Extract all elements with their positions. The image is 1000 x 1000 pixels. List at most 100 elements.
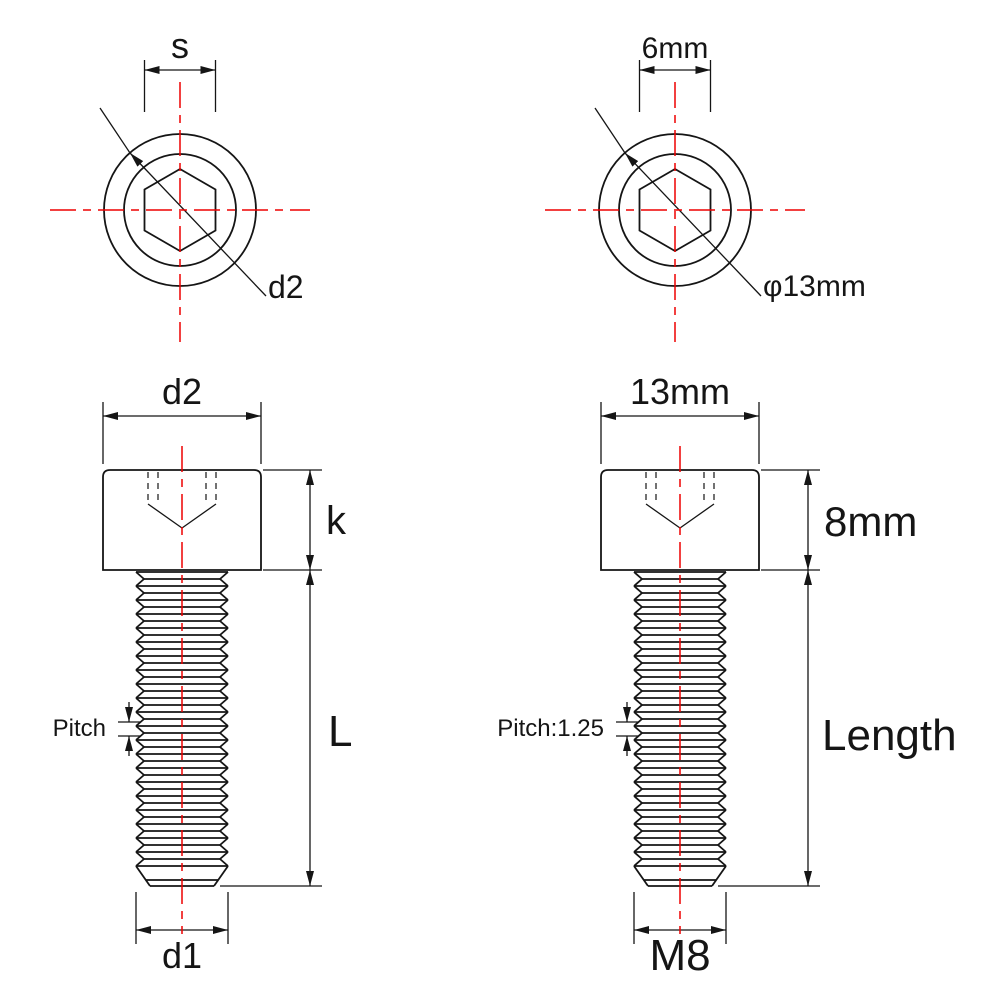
geometry-line <box>633 802 643 811</box>
geometry-line <box>135 823 145 832</box>
geometry-line <box>135 858 145 867</box>
geometry-line <box>633 697 643 706</box>
geometry-line <box>717 816 727 825</box>
geometry-line <box>219 837 229 846</box>
head-diameter-value: φ13mm <box>763 270 866 303</box>
thread-diameter-dim-value: M8 <box>649 931 710 980</box>
geometry-line <box>633 739 643 748</box>
geometry-line <box>219 606 229 615</box>
geometry-line <box>135 592 145 601</box>
head-height-dim-label: k <box>326 499 347 543</box>
geometry-line <box>633 795 643 804</box>
geometry-line <box>633 711 643 720</box>
geometry-line <box>135 627 145 636</box>
socket-size-value: 6mm <box>642 32 709 65</box>
pitch-dim-value: Pitch:1.25 <box>497 715 604 742</box>
geometry-line <box>717 599 727 608</box>
geometry-line <box>717 627 727 636</box>
geometry-line <box>717 837 727 846</box>
geometry-line <box>135 662 145 671</box>
geometry-line <box>219 676 229 685</box>
geometry-line <box>717 725 727 734</box>
geometry-line <box>717 620 727 629</box>
geometry-line <box>135 781 145 790</box>
geometry-line <box>219 662 229 671</box>
geometry-line <box>135 809 145 818</box>
geometry-line <box>717 683 727 692</box>
geometry-line <box>633 816 643 825</box>
geometry-line <box>135 599 145 608</box>
geometry-line <box>624 152 762 297</box>
geometry-line <box>717 606 727 615</box>
geometry-line <box>219 718 229 727</box>
geometry-line <box>219 725 229 734</box>
geometry-line <box>135 844 145 853</box>
geometry-line <box>135 746 145 755</box>
geometry-line <box>633 774 643 783</box>
length-dim-value: Length <box>822 711 957 760</box>
head-height-dim-value: 8mm <box>824 498 917 545</box>
geometry-line <box>135 683 145 692</box>
geometry-line <box>633 851 643 860</box>
geometry-line <box>135 669 145 678</box>
geometry-line <box>717 585 727 594</box>
geometry-line <box>135 697 145 706</box>
geometry-line <box>135 585 145 594</box>
geometry-line <box>679 503 715 529</box>
geometry-line <box>135 830 145 839</box>
geometry-line <box>219 648 229 657</box>
geometry-line <box>135 865 151 887</box>
geometry-line <box>633 760 643 769</box>
geometry-line <box>633 844 643 853</box>
geometry-line <box>219 802 229 811</box>
geometry-line <box>219 585 229 594</box>
geometry-line <box>633 865 649 887</box>
geometry-line <box>219 753 229 762</box>
geometry-line <box>717 802 727 811</box>
geometry-line <box>717 662 727 671</box>
geometry-line <box>129 152 267 297</box>
geometry-line <box>633 669 643 678</box>
geometry-line <box>219 634 229 643</box>
geometry-line <box>135 851 145 860</box>
length-dim-label: L <box>328 707 352 756</box>
geometry-line <box>181 503 217 529</box>
geometry-line <box>135 690 145 699</box>
geometry-line <box>717 830 727 839</box>
geometry-line <box>99 107 131 154</box>
geometry-line <box>135 725 145 734</box>
geometry-line <box>135 613 145 622</box>
geometry-line <box>135 606 145 615</box>
geometry-line <box>219 578 229 587</box>
geometry-line <box>219 816 229 825</box>
geometry-line <box>135 648 145 657</box>
geometry-line <box>717 613 727 622</box>
head-diameter-label: d2 <box>268 269 304 305</box>
geometry-line <box>633 767 643 776</box>
geometry-line <box>219 809 229 818</box>
geometry-line <box>135 767 145 776</box>
geometry-line <box>219 599 229 608</box>
side-view-generic: d2 k L Pitch d1 <box>53 371 353 976</box>
geometry-line <box>633 578 643 587</box>
geometry-line <box>135 641 145 650</box>
geometry-line <box>717 746 727 755</box>
geometry-line <box>633 592 643 601</box>
geometry-line <box>717 781 727 790</box>
geometry-line <box>717 767 727 776</box>
head-diameter-dim-label: d2 <box>162 371 202 412</box>
geometry-line <box>717 739 727 748</box>
geometry-line <box>135 620 145 629</box>
geometry-line <box>219 795 229 804</box>
geometry-line <box>219 669 229 678</box>
geometry-line <box>219 690 229 699</box>
geometry-line <box>717 634 727 643</box>
geometry-line <box>219 851 229 860</box>
geometry-line <box>135 837 145 846</box>
geometry-line <box>633 837 643 846</box>
top-view-dimensioned-geometry <box>545 60 805 342</box>
head-diameter-dim-value: 13mm <box>630 371 730 412</box>
geometry-line <box>717 648 727 657</box>
geometry-line <box>219 788 229 797</box>
